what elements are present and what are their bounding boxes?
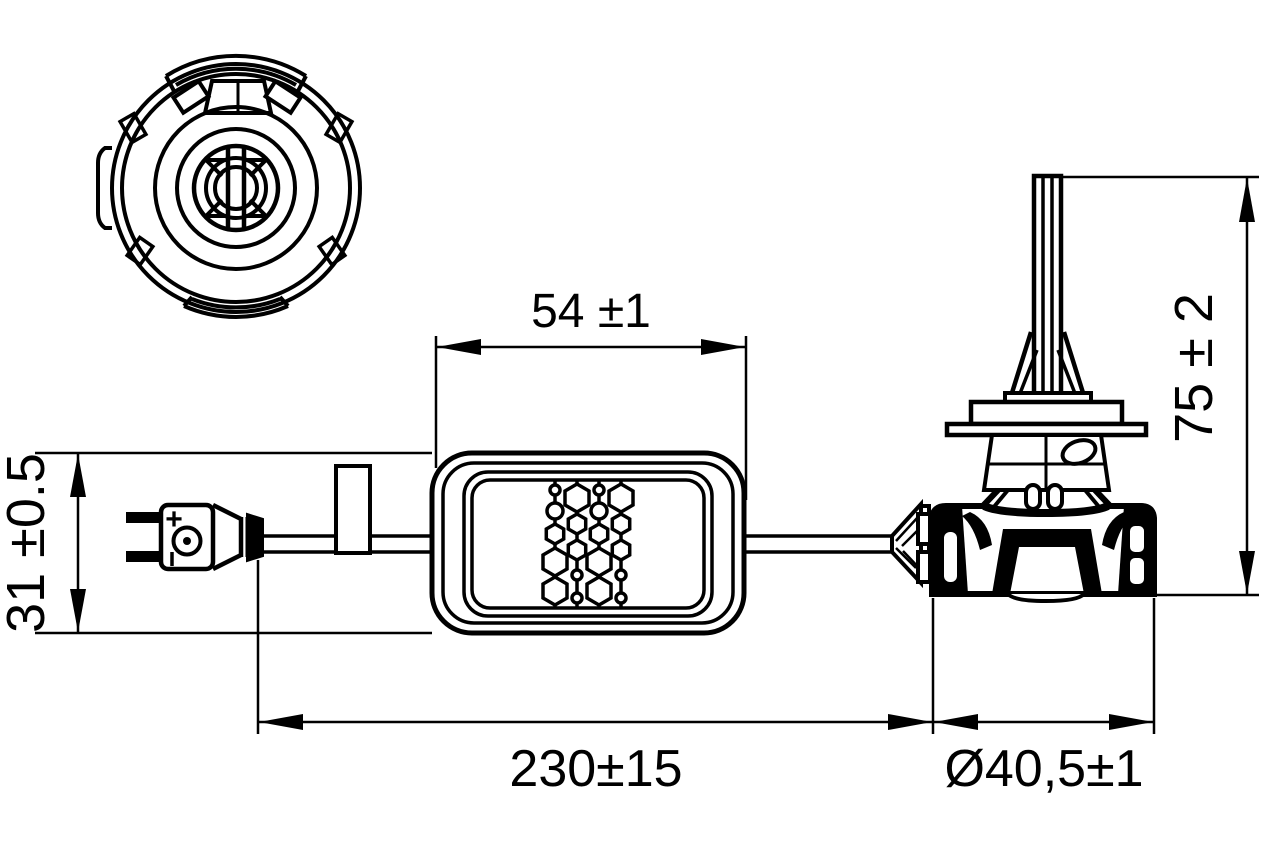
base-outer-ring-inner xyxy=(120,72,352,304)
dim-box-height-label: 31 ±0.5 xyxy=(0,453,56,633)
dim-box-width-label: 54 ±1 xyxy=(531,285,651,338)
dimensions xyxy=(35,175,1259,734)
dim-bulb-diameter-label: Ø40,5±1 xyxy=(944,740,1143,798)
arrowhead xyxy=(1109,714,1153,730)
arrowhead xyxy=(934,714,978,730)
base-mid-ring-inner xyxy=(175,127,297,249)
plug-connector xyxy=(126,502,264,572)
dim-bulb-height-label: 75 ± 2 xyxy=(1164,293,1224,443)
arrowhead xyxy=(70,454,86,497)
dim-box-height xyxy=(35,451,432,635)
heatsink-left-tab-top xyxy=(916,512,932,546)
plug-pin-bottom xyxy=(126,551,164,562)
base-key-wings xyxy=(170,78,304,116)
base-outer-ring xyxy=(110,62,362,314)
dim-bulb-diameter xyxy=(933,598,1156,734)
plug-pin-top xyxy=(126,512,164,523)
dim-box-width xyxy=(434,336,748,500)
base-side-lug xyxy=(96,146,112,230)
arrowhead xyxy=(1239,178,1255,222)
cable-ferrule xyxy=(246,512,264,563)
plug-polarity-label: + xyxy=(165,503,183,536)
dim-cable-length xyxy=(256,560,935,734)
bulb-heatsink xyxy=(916,502,1157,604)
plug-contact-circle xyxy=(171,525,203,557)
bulb-collar xyxy=(981,433,1112,492)
led-window-front xyxy=(191,143,281,233)
arrowhead xyxy=(888,714,932,730)
bulb-flange xyxy=(944,391,1149,438)
dim-bulb-height xyxy=(1061,175,1259,597)
arrowhead xyxy=(70,589,86,632)
driver-box-hex-pattern xyxy=(541,480,635,608)
arrowhead xyxy=(437,339,481,355)
bulb-front-view xyxy=(96,53,362,319)
arrowhead xyxy=(259,714,303,730)
base-mid-ring xyxy=(153,105,319,271)
heatsink-bottom-bump xyxy=(1006,592,1086,604)
arrowhead xyxy=(701,339,745,355)
driver-box xyxy=(429,450,747,636)
led-bulb xyxy=(916,173,1157,604)
cable-marker-sleeve xyxy=(334,464,372,555)
bulb-stem xyxy=(1008,173,1087,398)
arrowhead xyxy=(1239,551,1255,594)
heatsink-left-tab-bottom xyxy=(916,550,932,584)
power-cable-right xyxy=(744,534,894,554)
o-ring xyxy=(1060,438,1098,466)
heatsink-window xyxy=(992,529,1102,594)
dim-cable-length-label: 230±15 xyxy=(509,740,682,798)
